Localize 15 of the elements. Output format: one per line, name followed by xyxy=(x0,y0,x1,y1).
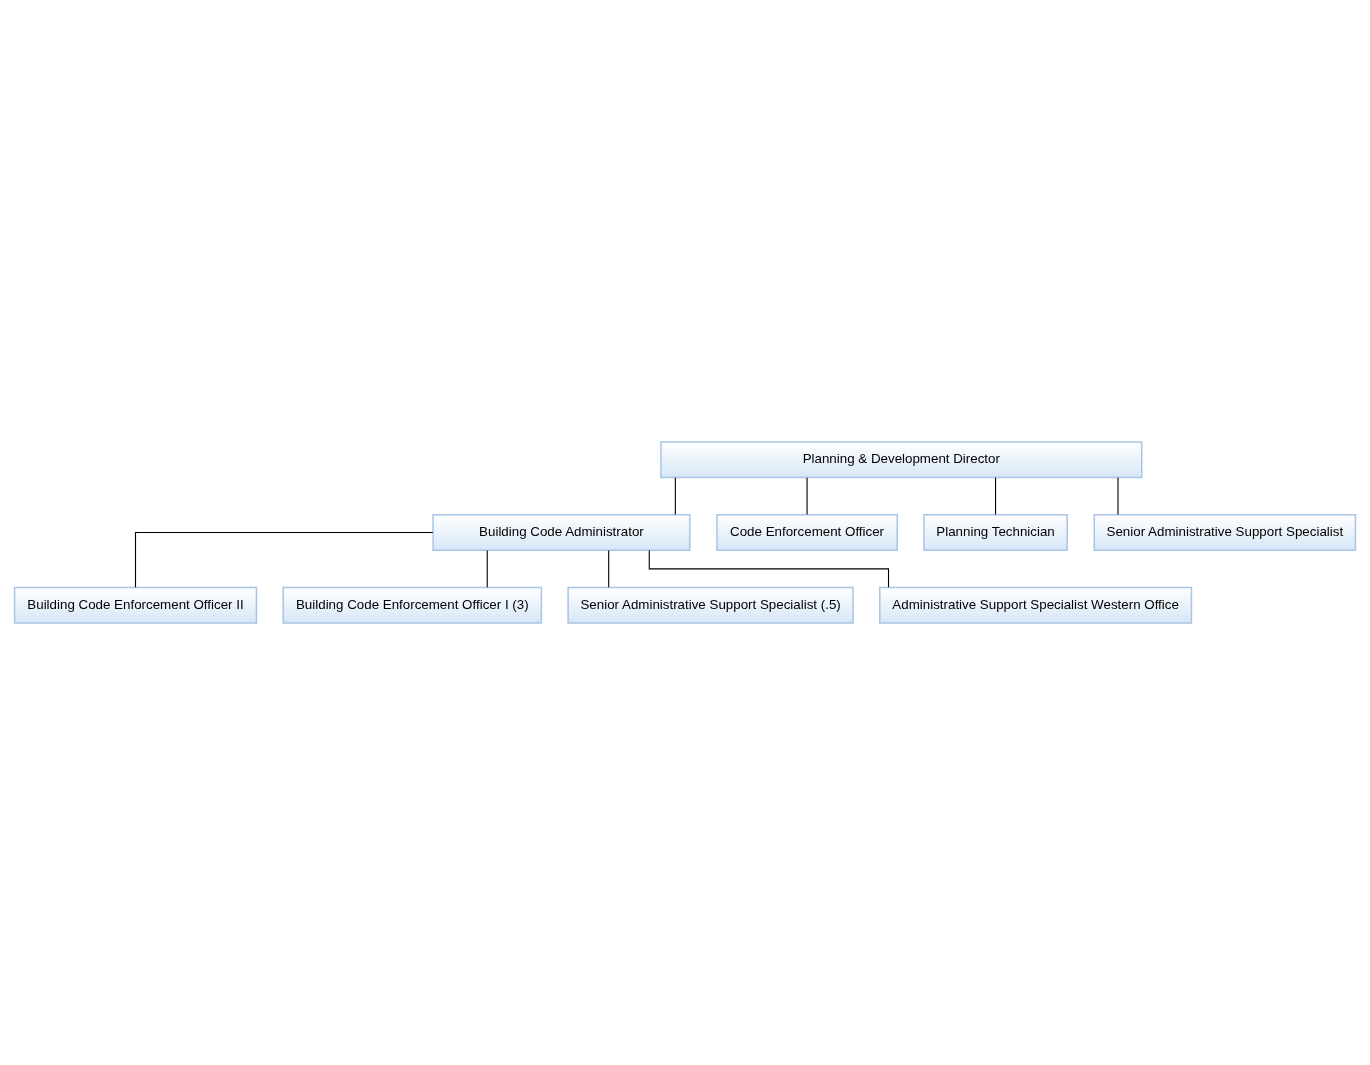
node-box: Planning Technician xyxy=(923,513,1068,552)
connector xyxy=(134,531,434,588)
connector xyxy=(486,549,488,588)
connector xyxy=(608,549,610,588)
node-box: Planning & Development Director xyxy=(660,441,1143,479)
node-box: Senior Administrative Support Specialist (.5) xyxy=(567,586,854,624)
node-box: Senior Administrative Support Specialist xyxy=(1093,513,1357,552)
connector xyxy=(674,477,676,516)
node-box: Building Code Enforcement Officer I (3) xyxy=(282,586,543,624)
node-box: Building Code Administrator xyxy=(432,513,691,552)
connector xyxy=(995,477,997,516)
node-box: Building Code Enforcement Officer II xyxy=(13,586,258,624)
node-box: Administrative Support Specialist Western Office xyxy=(879,586,1193,624)
connector xyxy=(648,549,890,588)
node-box: Code Enforcement Officer xyxy=(716,513,898,552)
